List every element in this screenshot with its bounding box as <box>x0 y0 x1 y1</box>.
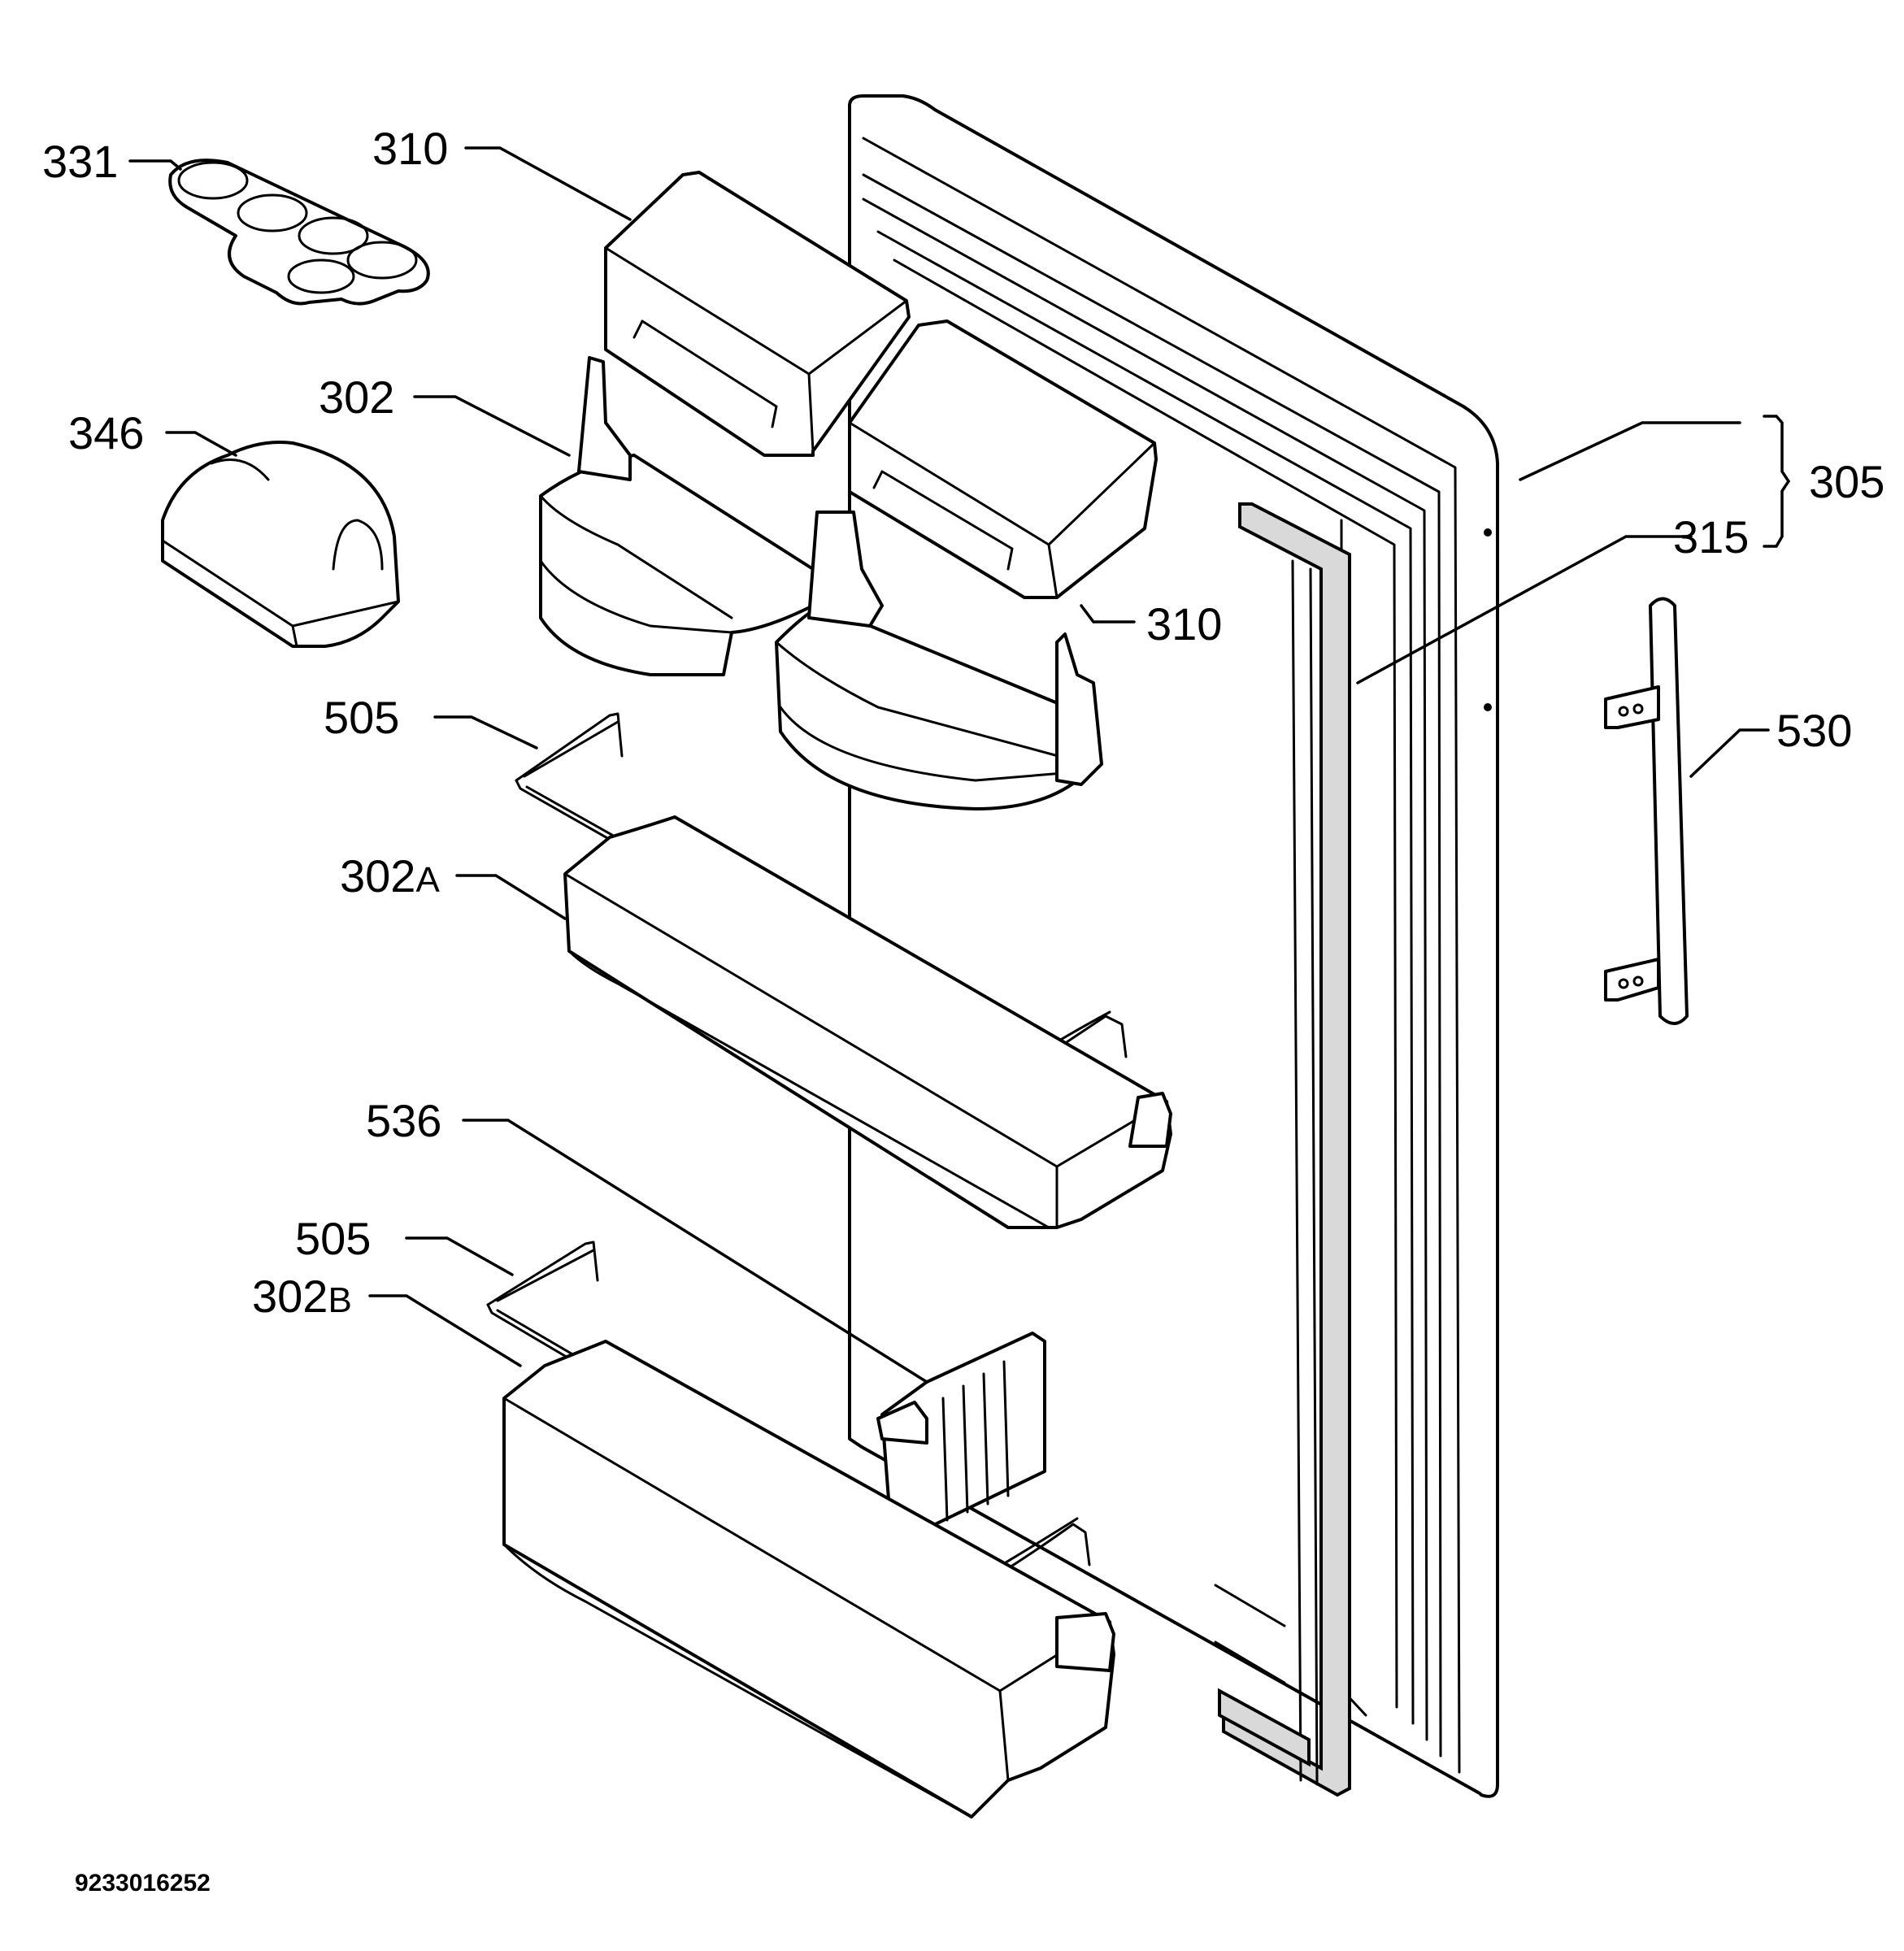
covered-container <box>161 441 400 648</box>
callout-505-lower: 505 <box>295 1213 371 1264</box>
callout-530: 530 <box>1776 705 1852 756</box>
callout-310-top: 310 <box>372 123 448 174</box>
callout-305: 305 <box>1809 456 1884 507</box>
callout-labels: 331 310 302 346 310 305 315 505 530 302A… <box>42 123 1884 1897</box>
door-shelf-302 <box>539 356 815 676</box>
dairy-lid-lower <box>848 319 1158 599</box>
callout-302b-suffix: B <box>328 1280 351 1320</box>
door-gasket <box>1214 502 1351 1797</box>
door-shelf-302-second <box>775 511 1103 810</box>
callout-302b-number: 302 <box>252 1271 328 1322</box>
egg-tray <box>168 159 430 306</box>
callout-315: 315 <box>1673 511 1749 563</box>
callout-310-lower: 310 <box>1146 598 1222 650</box>
door-hole <box>1484 528 1492 537</box>
callout-536: 536 <box>366 1095 441 1146</box>
door-hole <box>1484 703 1492 711</box>
door-shelf-302a <box>563 815 1172 1229</box>
reference-number: 9233016252 <box>75 1870 211 1897</box>
callout-505-top: 505 <box>324 692 399 743</box>
callout-302: 302 <box>319 372 394 423</box>
callout-302b: 302B <box>252 1271 352 1322</box>
callout-302a-suffix: A <box>415 860 440 900</box>
door-handle <box>1604 597 1689 1025</box>
callout-302a-number: 302 <box>340 850 415 902</box>
door-shelf-302b <box>502 1340 1115 1818</box>
callout-331: 331 <box>42 136 118 187</box>
callout-346: 346 <box>68 407 144 458</box>
callout-302a: 302A <box>340 850 440 902</box>
leader-lines <box>128 146 1791 1384</box>
dairy-lid-top <box>604 171 911 457</box>
